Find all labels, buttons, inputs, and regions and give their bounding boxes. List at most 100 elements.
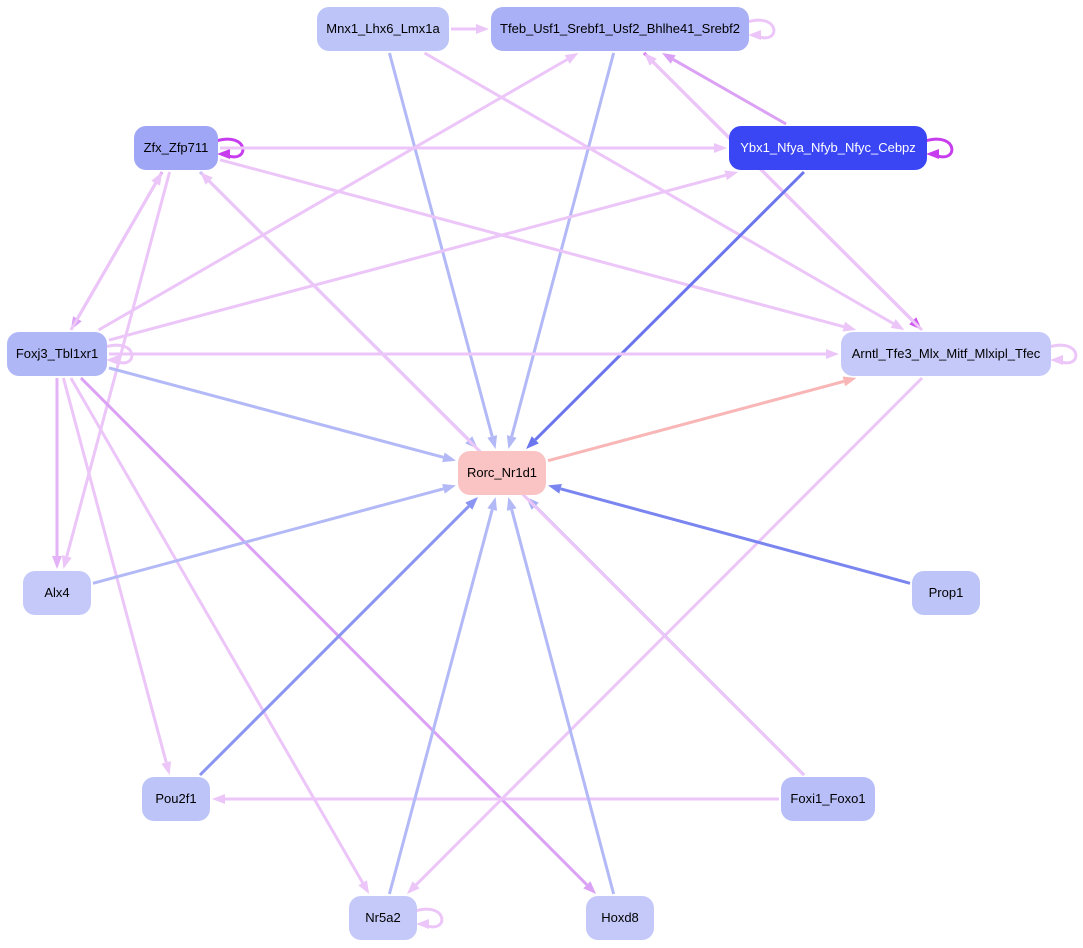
edge-arrowhead: [106, 355, 119, 365]
node-label: Hoxd8: [601, 910, 639, 925]
node-alx4[interactable]: Alx4: [23, 571, 91, 615]
node-box: [7, 332, 107, 376]
edge-alx4-to-rorc: [92, 483, 456, 585]
edge-ybx1-to-rorc: [526, 170, 805, 449]
edge-arrowhead: [1050, 355, 1063, 365]
node-arntl[interactable]: Arntl_Tfe3_Mlx_Mitf_Mlxipl_Tfec: [841, 332, 1051, 376]
edge-arrowhead: [564, 53, 579, 64]
edge-tfeb-to-rorc: [506, 52, 616, 449]
edge-arrowhead: [526, 436, 539, 449]
edge-arrowhead: [506, 497, 517, 511]
edge-arrowhead: [506, 435, 517, 449]
edge-line: [510, 52, 616, 437]
node-label: Foxj3_Tbl1xr1: [16, 346, 98, 361]
edge-line: [423, 51, 894, 325]
edge-arrowhead: [826, 349, 839, 359]
node-rorc[interactable]: Rorc_Nr1d1: [458, 451, 546, 495]
edge-line: [219, 158, 845, 329]
node-label: Tfeb_Usf1_Srebf1_Usf2_Bhlhe41_Srebf2: [500, 21, 740, 36]
node-nr5a2[interactable]: Nr5a2: [349, 896, 417, 940]
edge-line: [652, 61, 923, 332]
node-box: [23, 571, 91, 615]
edge-arrowhead: [52, 556, 62, 569]
edge-arrowhead: [161, 761, 172, 775]
edge-arrowhead: [151, 172, 163, 186]
edge-arrowhead: [200, 172, 213, 185]
edge-line: [198, 505, 470, 777]
node-zfx[interactable]: Zfx_Zfp711: [134, 126, 218, 170]
node-label: Mnx1_Lhx6_Lmx1a: [326, 21, 440, 36]
node-box: [841, 332, 1051, 376]
edge-ybx1-to-tfeb: [661, 53, 787, 126]
node-label: Foxi1_Foxo1: [790, 791, 865, 806]
node-box: [586, 896, 654, 940]
edge-prop1-to-rorc: [548, 483, 911, 585]
edge-arrowhead: [714, 143, 727, 153]
edge-foxj3-to-tfeb: [97, 53, 579, 332]
edge-line: [61, 377, 168, 763]
node-label: Pou2f1: [155, 791, 196, 806]
edge-foxj3-to-pou2f1: [61, 377, 172, 775]
edge-arrowhead: [61, 555, 72, 569]
edge-nr5a2-to-nr5a2: [414, 907, 444, 929]
edge-self-loop: [746, 18, 776, 40]
node-label: Arntl_Tfe3_Mlx_Mitf_Mlxipl_Tfec: [852, 346, 1041, 361]
edge-zfx-to-arntl: [219, 158, 857, 332]
edge-ybx1-to-ybx1: [924, 137, 954, 159]
edge-arrowhead: [661, 53, 676, 64]
edge-line: [108, 173, 727, 342]
edge-foxj3-to-nr5a2: [69, 377, 370, 894]
edge-arntl-to-tfeb: [644, 53, 923, 332]
edge-arrowhead: [748, 30, 761, 40]
node-label: Zfx_Zfp711: [144, 140, 209, 155]
node-label: Alx4: [44, 585, 69, 600]
node-mnx1[interactable]: Mnx1_Lhx6_Lmx1a: [317, 7, 449, 51]
node-tfeb[interactable]: Tfeb_Usf1_Srebf1_Usf2_Bhlhe41_Srebf2: [491, 7, 749, 51]
edge-arrowhead: [644, 53, 657, 66]
edge-arrowhead: [217, 149, 230, 159]
edge-line: [69, 182, 157, 331]
edge-arrowhead: [487, 435, 498, 449]
node-box: [912, 571, 980, 615]
edge-arrowhead: [842, 376, 857, 387]
edge-arrowhead: [358, 880, 370, 894]
edge-self-loop: [414, 907, 444, 929]
node-hoxd8[interactable]: Hoxd8: [586, 896, 654, 940]
node-prop1[interactable]: Prop1: [912, 571, 980, 615]
edge-zfx-to-ybx1: [220, 143, 727, 153]
edge-arntl-to-arntl: [1048, 343, 1078, 365]
edge-nr5a2-to-rorc: [387, 497, 498, 895]
edge-line: [547, 379, 845, 463]
node-label: Ybx1_Nfya_Nfyb_Nfyc_Cebpz: [740, 140, 916, 155]
edge-arrowhead: [442, 483, 456, 494]
node-foxj3[interactable]: Foxj3_Tbl1xr1: [7, 332, 107, 376]
edge-arrowhead: [465, 497, 478, 510]
edge-arrowhead: [487, 497, 498, 511]
node-ybx1[interactable]: Ybx1_Nfya_Nfyb_Nfyc_Cebpz: [729, 126, 927, 170]
edge-foxj3-to-ybx1: [108, 170, 739, 342]
edge-arrowhead: [926, 149, 939, 159]
edge-arrowhead: [583, 881, 597, 894]
edge-line: [387, 52, 494, 437]
edge-line: [97, 58, 568, 332]
node-pou2f1[interactable]: Pou2f1: [142, 777, 210, 821]
edge-arrowhead: [890, 319, 905, 330]
edge-arrowhead: [416, 919, 429, 929]
edge-line: [92, 487, 444, 585]
node-layer: Mnx1_Lhx6_Lmx1a Tfeb_Usf1_Srebf1_Usf2_Bhl…: [7, 7, 1051, 940]
edge-arrowhead: [442, 452, 456, 463]
node-box: [781, 777, 875, 821]
edge-foxj3-to-rorc: [108, 366, 456, 463]
edge-line: [560, 487, 911, 585]
edge-foxj3-to-alx4: [52, 378, 62, 569]
edge-hoxd8-to-rorc: [506, 497, 616, 895]
edge-tfeb-to-tfeb: [746, 18, 776, 40]
node-label: Nr5a2: [365, 910, 400, 925]
edge-mnx1-to-rorc: [387, 52, 498, 449]
edge-line: [108, 366, 444, 459]
edge-pou2f1-to-rorc: [198, 497, 478, 777]
edge-arrowhead: [842, 321, 857, 332]
node-foxi1[interactable]: Foxi1_Foxo1: [781, 777, 875, 821]
node-label: Rorc_Nr1d1: [467, 465, 537, 480]
